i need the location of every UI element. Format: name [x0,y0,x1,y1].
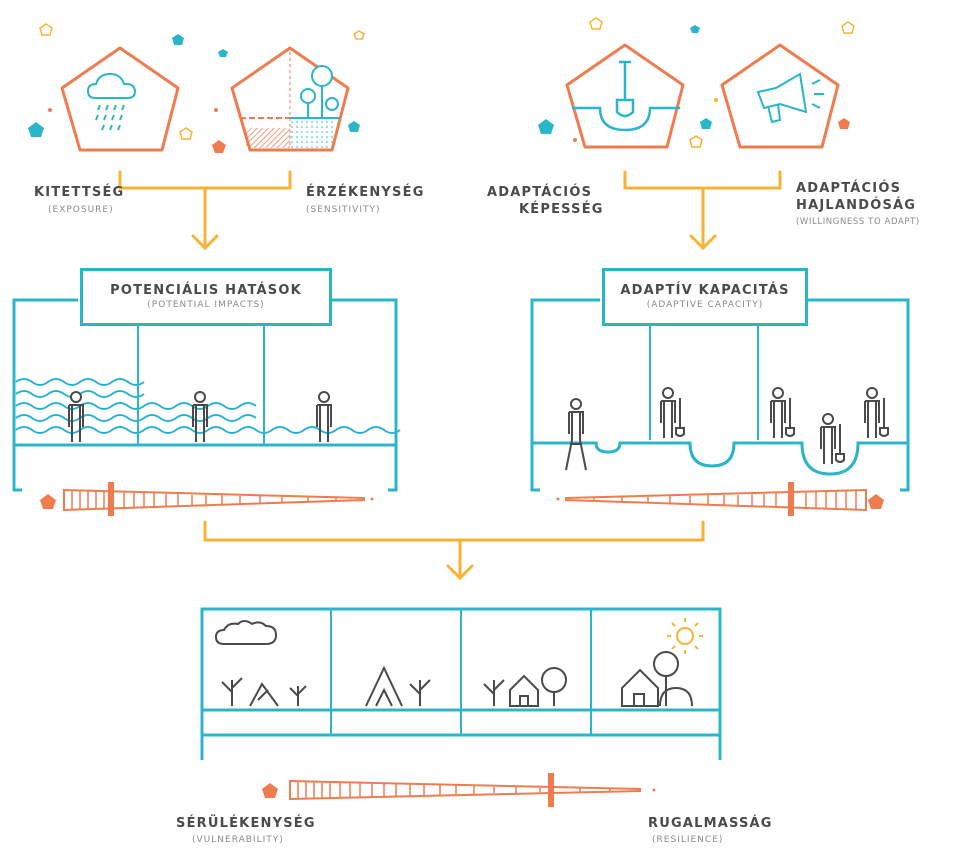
potential-impacts-box [12,298,401,516]
sensitivity-sub: (SENSITIVITY) [306,205,381,215]
house-icon [509,674,539,707]
exposure-pentagon [60,46,180,152]
digging-person-figure [770,387,795,439]
tent-icon [365,665,403,707]
tree-icon [653,651,679,677]
resilience-sub: (RESILIENCE) [652,835,724,845]
impact-gradient-bar [40,482,374,516]
vulnerability-resilience-bar [262,773,656,807]
adaptive-ability-label-1: ADAPTÁCIÓS [487,185,593,200]
exposure-sub: (EXPOSURE) [48,205,114,215]
broken-tent-icon [249,682,279,707]
adaptive-ability-label-2: KÉPESSÉG [519,202,604,217]
adaptive-capacity-sub: (ADAPTIVE CAPACITY) [646,300,764,310]
exposure-label: KITETTSÉG [34,185,125,200]
digging-person-figure [820,413,845,465]
potential-impacts-sub: (POTENTIAL IMPACTS) [147,300,265,310]
digging-person-figure [864,387,889,439]
outcome-box [200,607,722,807]
bare-tree-icon [289,685,307,706]
adaptive-capacity-title: ADAPTÍV KAPACITÁS [620,283,790,298]
adaptive-capacity-title-box: ADAPTÍV KAPACITÁS (ADAPTIVE CAPACITY) [602,268,808,326]
person-figure [316,391,332,443]
house-icon [621,668,659,707]
vulnerability-sub: (VULNERABILITY) [192,835,284,845]
potential-impacts-title: POTENCIÁLIS HATÁSOK [110,283,302,298]
bare-tree-icon [221,677,243,706]
person-figure [192,391,208,443]
vulnerability-label: SÉRÜLÉKENYSÉG [176,816,316,831]
capacity-gradient-bar [556,482,884,516]
tree-icon [541,667,567,693]
sensitivity-pentagon [230,46,350,152]
sensitivity-label: ÉRZÉKENYSÉG [306,185,425,200]
megaphone-icon [756,72,824,124]
adaptive-ability-pentagon [565,43,685,149]
potential-impacts-title-box: POTENCIÁLIS HATÁSOK (POTENTIAL IMPACTS) [80,268,332,326]
willingness-pentagon [720,43,840,149]
willingness-label-1: ADAPTÁCIÓS [796,181,902,196]
cloud-icon [214,620,278,645]
adaptive-capacity-box [530,298,910,516]
connectors [118,170,782,581]
shovel-icon [572,60,680,132]
bare-tree-icon [483,679,505,706]
bush-icon [659,686,693,707]
digging-person-figure [660,387,685,439]
person-figure [565,398,587,471]
sun-icon [667,618,703,654]
rain-cloud-icon [86,72,137,131]
willingness-sub: (WILLINGNESS TO ADAPT) [796,217,920,227]
willingness-label-2: HAJLANDÓSÁG [796,198,917,213]
soil-trees-icon [240,52,340,148]
bare-tree-icon [409,679,431,706]
decorative-shapes [28,17,855,153]
resilience-label: RUGALMASSÁG [648,816,773,831]
person-figure [68,391,84,443]
